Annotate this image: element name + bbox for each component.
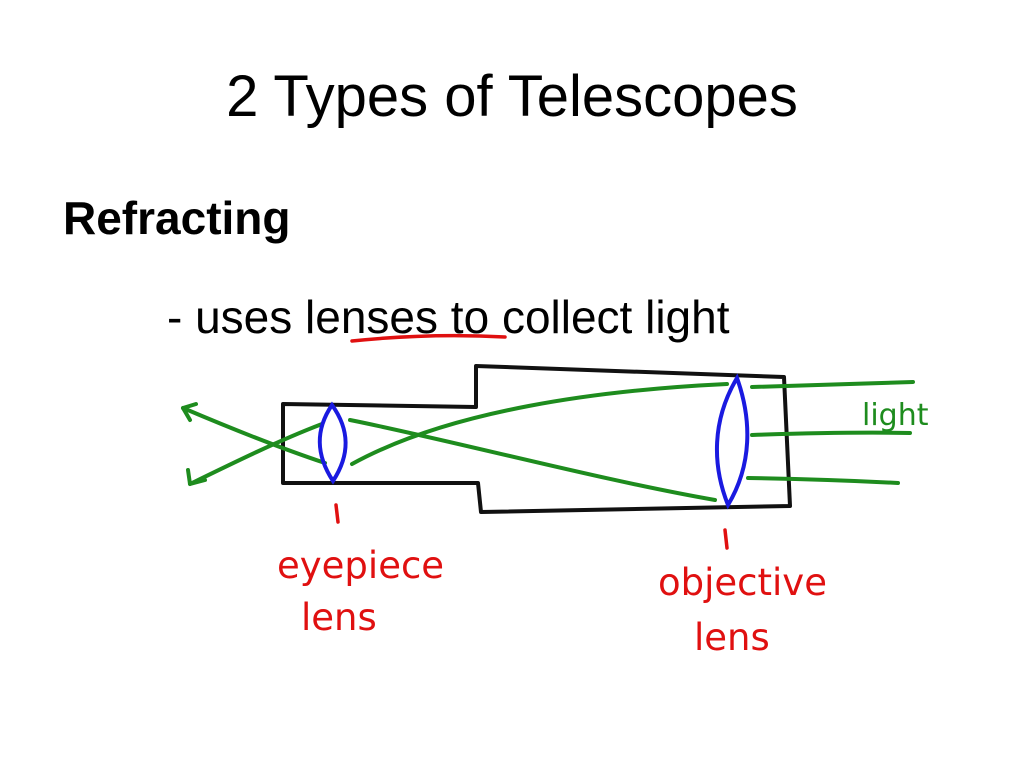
- bullet-text: - uses lenses to collect light: [167, 288, 730, 346]
- telescope-tube: [281, 364, 792, 514]
- bullet-suffix: to collect light: [438, 291, 730, 343]
- outgoing-ray-upper: [181, 406, 327, 465]
- eyepiece-tick: [334, 503, 340, 524]
- objective-tick: [723, 528, 729, 550]
- eyepiece-label-line2: lens: [301, 596, 377, 639]
- objective-label-line2: lens: [694, 616, 770, 659]
- incoming-ray-top: [750, 380, 915, 389]
- refracting-heading: Refracting: [63, 192, 291, 244]
- bullet-prefix: - uses: [167, 291, 306, 343]
- converging-ray-upper: [350, 382, 729, 466]
- light-label: light: [862, 398, 929, 433]
- eyepiece-label-line1: eyepiece: [277, 544, 444, 587]
- converging-ray-lower: [348, 418, 717, 502]
- incoming-ray-middle: [750, 430, 912, 437]
- bullet-emphasis-word: lenses: [305, 291, 439, 343]
- incoming-ray-bottom: [746, 476, 900, 485]
- lenses: [317, 373, 750, 510]
- arrowhead-upper: [181, 402, 198, 422]
- outgoing-ray-lower: [188, 422, 324, 486]
- objective-label-line1: objective: [658, 561, 827, 604]
- eyepiece-lens-shape: [317, 401, 348, 485]
- objective-lens-shape: [714, 373, 750, 510]
- slide-title: 2 Types of Telescopes: [226, 64, 798, 129]
- annotation-ticks: [334, 503, 729, 550]
- light-rays: [181, 380, 915, 502]
- arrowhead-lower: [186, 468, 207, 486]
